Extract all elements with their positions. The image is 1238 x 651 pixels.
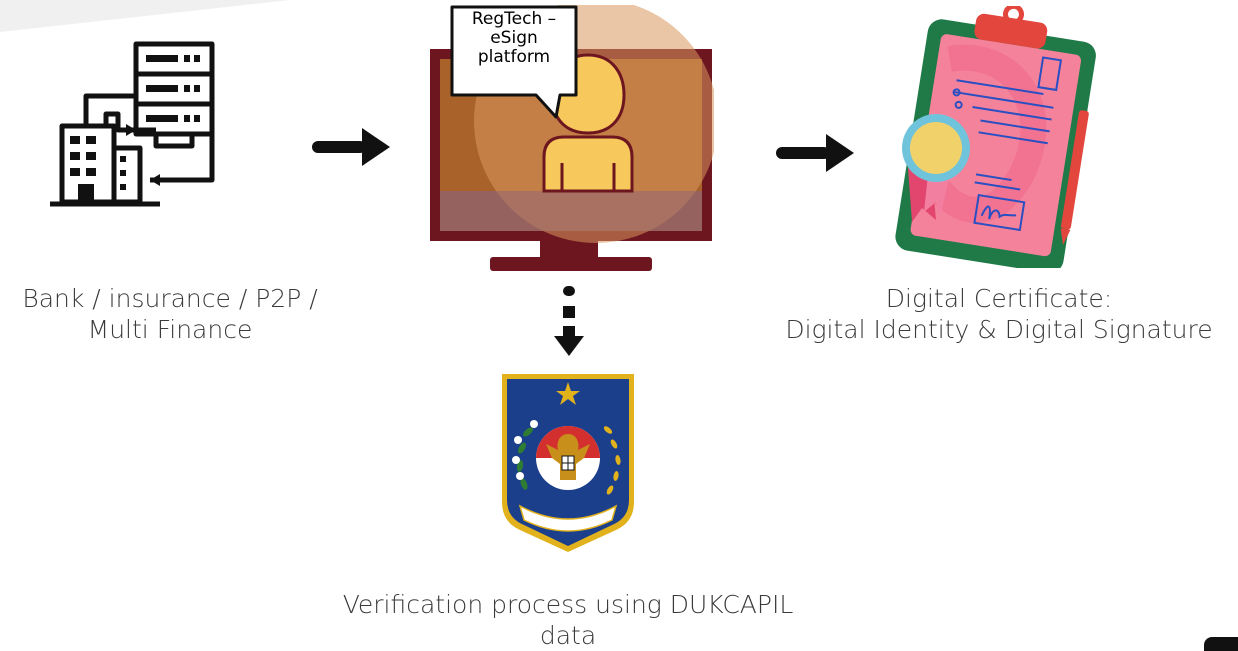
institution-caption-line-1: Bank / insurance / P2P / (22, 284, 318, 313)
corner-decoration (0, 0, 290, 32)
building-server-icon (50, 41, 215, 207)
corner-tab (1204, 637, 1238, 651)
arrow-right-2 (776, 134, 854, 172)
certificate-caption: Digital Certificate: Digital Identity & … (760, 283, 1238, 345)
institution-caption-line-2: Multi Finance (87, 315, 253, 344)
certificate-caption-line-1: Digital Certificate: (885, 284, 1113, 313)
arrow-down-dashed (554, 286, 584, 356)
monitor-user-icon (430, 5, 714, 271)
bubble-line-3: platform (477, 47, 551, 67)
bubble-line-2: eSign (490, 28, 538, 48)
certificate-caption-line-2: Digital Identity & Digital Signature (785, 315, 1213, 344)
certificate-clipboard-icon (895, 6, 1096, 268)
verification-caption-line-2: data (539, 621, 597, 650)
bubble-line-1: RegTech – (471, 9, 557, 29)
speech-bubble-text: RegTech – eSign platform (460, 10, 568, 67)
verification-caption-line-1: Verification process using DUKCAPIL (342, 590, 794, 619)
verification-caption: Verification process using DUKCAPIL data (318, 589, 818, 651)
kemendagri-emblem-icon (502, 374, 634, 552)
arrow-right-1 (312, 128, 390, 166)
institution-caption: Bank / insurance / P2P / Multi Finance (0, 283, 340, 345)
